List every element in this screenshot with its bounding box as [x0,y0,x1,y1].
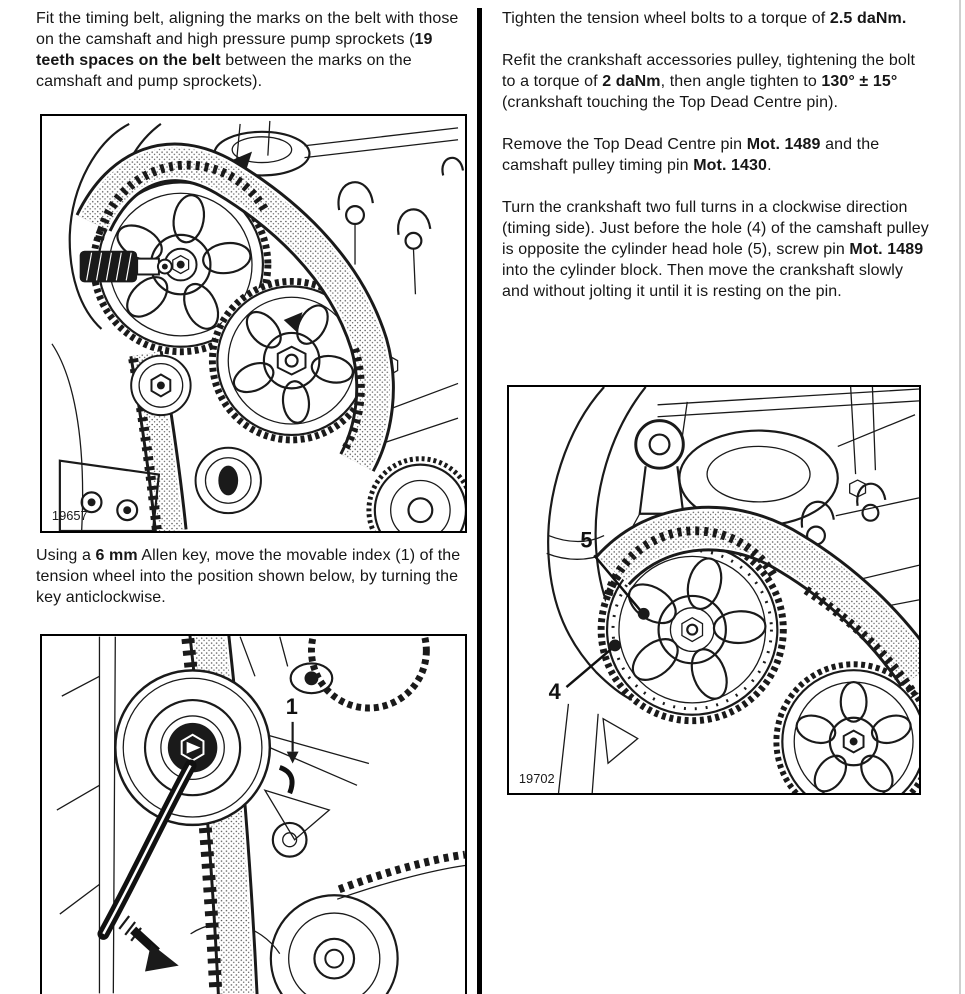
idler-pulley [130,354,192,417]
belt-mark-camshaft [233,151,253,171]
timing-pin-tool [79,250,173,283]
figure-number: 19702 [519,771,555,786]
figure-number: 19657 [52,508,88,523]
callout-camshaft-pulley-hole: 4 [549,639,621,704]
text-segment: into the cylinder block. Then move the c… [502,262,904,300]
figure-timing-belt-alignment: 19657 [40,114,467,533]
tension-roller [194,446,262,515]
timing-belt [596,505,919,699]
engine-background [546,387,919,793]
callout-4-label: 4 [549,679,561,704]
anticlockwise-arrow [130,926,179,972]
figure-camshaft-pulley-holes: 5 4 19702 [507,385,921,795]
paragraph-remove-pins: Remove the Top Dead Centre pin Mot. 1489… [502,134,933,176]
paragraph-allen-key: Using a 6 mm Allen key, move the movable… [36,545,472,608]
text-segment: Mot. 1430 [693,157,768,174]
text-segment: 2 daNm [602,73,661,90]
text-segment: Using a [36,547,96,564]
paragraph-tighten-tension-wheel: Tighten the tension wheel bolts to a tor… [502,8,933,29]
text-segment: Refit the crankshaft accessories pulley,… [502,52,916,90]
text-segment: Tighten the tension wheel bolts to a tor… [502,10,830,27]
text-segment: Turn the crankshaft two full turns in a … [502,199,929,258]
pump-sprocket-partial [773,661,919,793]
belt-mark-pump [283,312,303,332]
text-segment: 2.5 daNm. [829,10,907,27]
text-segment: between the marks on the camshaft and pu… [36,52,412,90]
callout-1-label: 1 [286,694,298,719]
paragraph-turn-crankshaft: Turn the crankshaft two full turns in a … [502,197,933,302]
text-segment: Remove the Top Dead Centre pin [502,136,747,153]
text-segment: Fit the timing belt, aligning the marks … [36,10,459,48]
engine-timing-drawing: 19657 [51,120,465,531]
text-segment: Mot. 1489 [746,136,821,153]
callout-5-label: 5 [580,527,592,552]
text-segment: and the camshaft pulley timing pin [502,136,880,174]
paragraph-refit-pulley: Refit the crankshaft accessories pulley,… [502,50,933,113]
tension-wheel [114,669,272,827]
text-segment: Mot. 1489 [849,241,924,258]
text-segment: 6 mm [95,547,138,564]
pump-sprocket [208,277,375,444]
text-segment: (crankshaft touching the Top Dead Centre… [502,94,839,111]
text-segment: 19 teeth spaces on the belt [36,31,433,69]
callout-cylinder-head-hole: 5 [580,527,650,620]
page-edge-line [959,0,961,994]
timing-belt [75,142,395,531]
tension-wheel-drawing: 1 [56,636,465,994]
text-segment: Allen key, move the movable index (1) of… [36,547,461,606]
engine-background [56,636,465,994]
mounting-bracket [58,459,161,531]
text-segment: . [767,157,772,174]
text-segment: 130° ± 15° [821,73,898,90]
paragraph-fit-timing-belt: Fit the timing belt, aligning the marks … [36,8,472,92]
callout-movable-index: 1 [278,694,299,795]
camshaft-pulley-drawing: 5 4 19702 [519,387,919,793]
text-segment: , then angle tighten to [660,73,822,90]
figure-tension-wheel-index: 1 [40,634,467,994]
column-divider [477,8,482,994]
right-column: Tighten the tension wheel bolts to a tor… [502,8,933,323]
allen-key [97,759,197,942]
